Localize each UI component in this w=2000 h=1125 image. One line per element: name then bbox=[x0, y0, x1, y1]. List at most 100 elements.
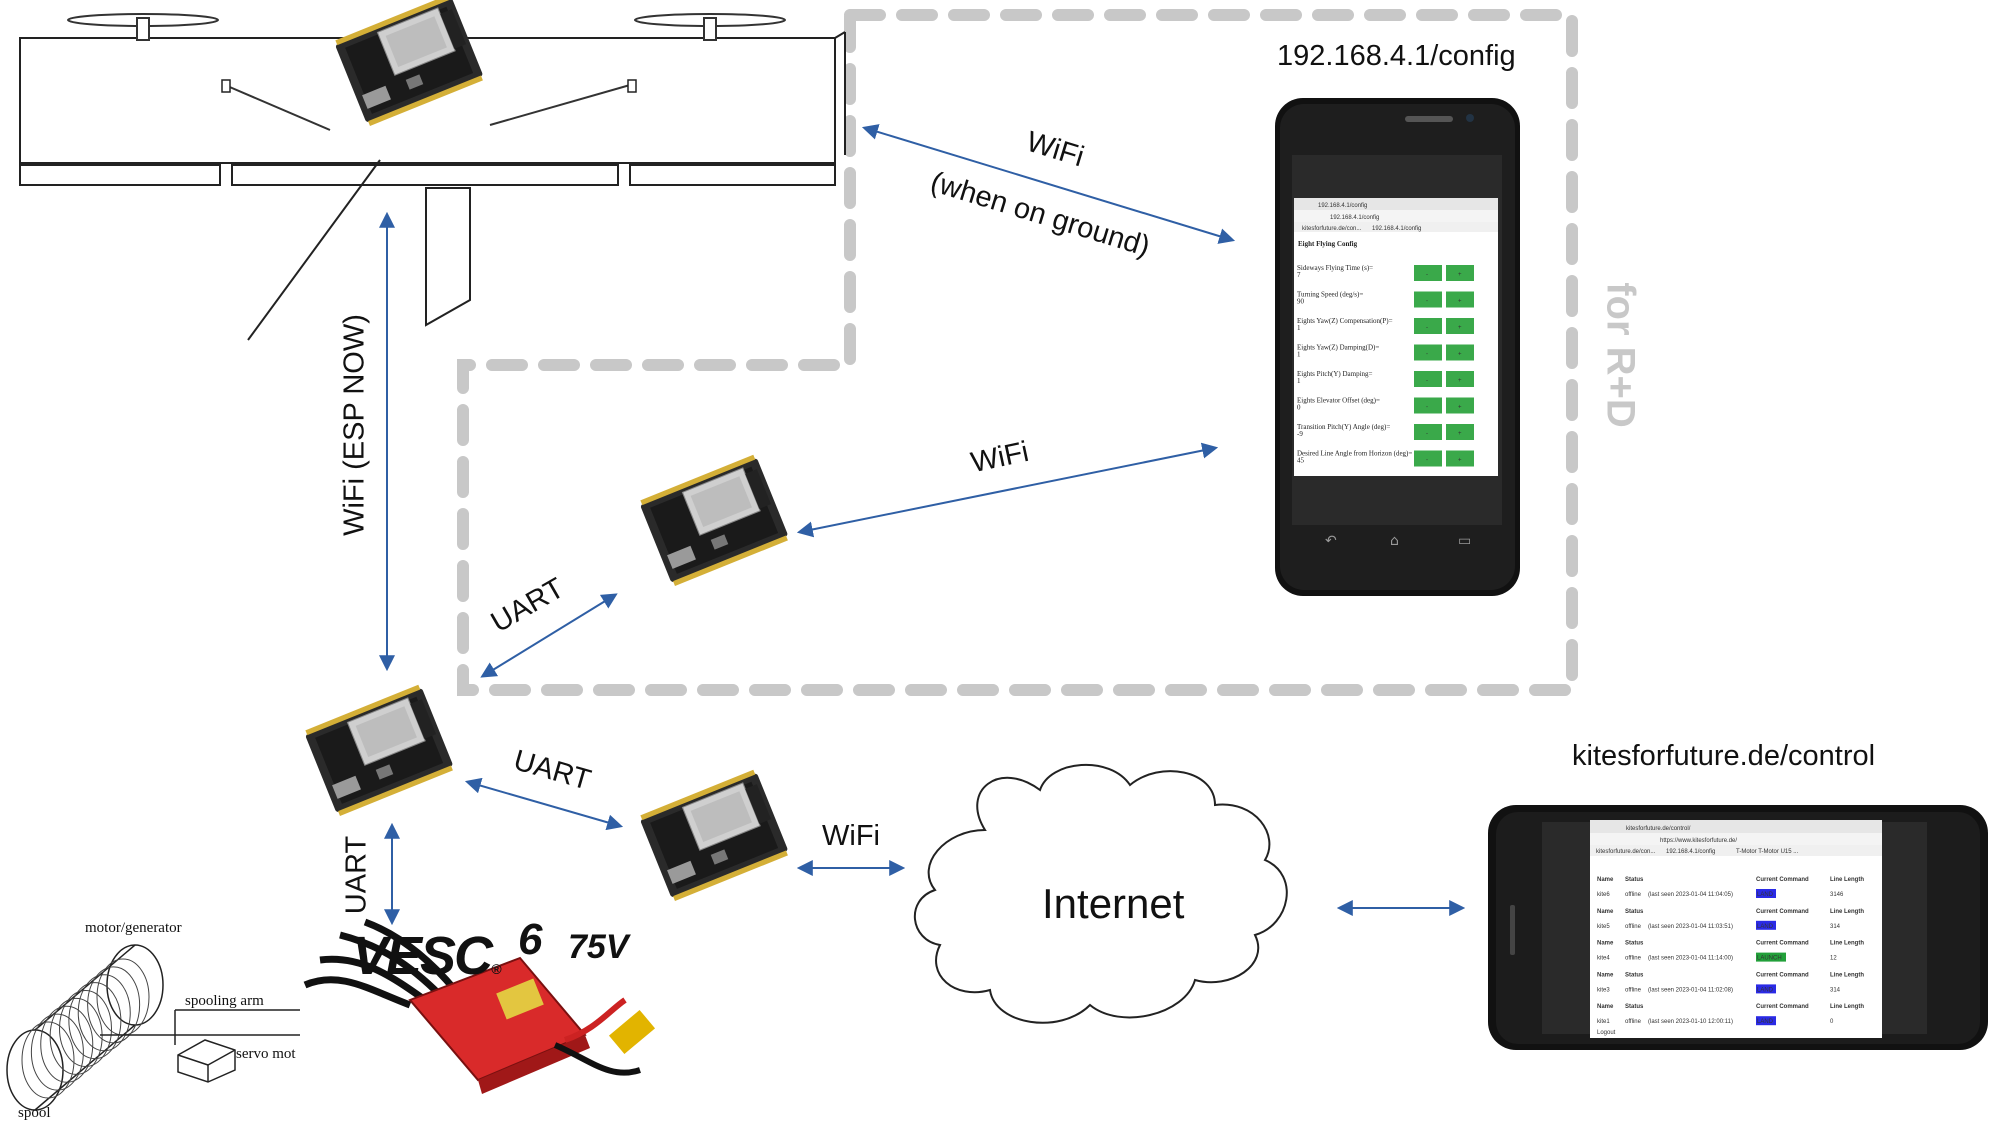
control-header-command: Current Command bbox=[1756, 972, 1809, 978]
svg-text:⌂: ⌂ bbox=[1390, 533, 1399, 549]
config-plus-button[interactable] bbox=[1446, 291, 1474, 308]
control-kite-status: offline bbox=[1625, 956, 1642, 962]
config-row-label: Sideways Flying Time (s)= bbox=[1297, 264, 1373, 272]
config-plus-button[interactable] bbox=[1446, 318, 1474, 334]
control-kite-last-seen: (last seen 2023-01-04 11:02:08) bbox=[1648, 987, 1733, 993]
config-plus-button[interactable] bbox=[1446, 424, 1474, 440]
config-minus-label: - bbox=[1426, 458, 1428, 464]
config-minus-label: - bbox=[1426, 299, 1428, 305]
config-bookmark: kitesforfuture.de/con... bbox=[1302, 226, 1362, 232]
config-row-label: Turning Speed (deg/s)= bbox=[1297, 291, 1363, 299]
config-plus-label: + bbox=[1458, 431, 1462, 437]
config-minus-label: - bbox=[1426, 352, 1428, 358]
esp32-board-internet bbox=[637, 768, 791, 903]
control-command-label: LAND bbox=[1757, 1019, 1774, 1025]
config-plus-button[interactable] bbox=[1446, 344, 1474, 361]
config-row-value: 1 bbox=[1297, 351, 1301, 359]
config-row-label: Desired Line Angle from Horizon (deg)= bbox=[1297, 450, 1412, 458]
control-command-badge[interactable] bbox=[1756, 889, 1776, 898]
esp32-board-rnd bbox=[637, 453, 791, 588]
kite-drone bbox=[19, 0, 846, 341]
control-header-name: Name bbox=[1597, 909, 1614, 915]
config-minus-button[interactable] bbox=[1414, 265, 1442, 281]
config-minus-label: - bbox=[1426, 405, 1428, 411]
arrows bbox=[379, 124, 1466, 926]
config-minus-button[interactable] bbox=[1414, 371, 1442, 387]
config-plus-label: + bbox=[1458, 352, 1462, 358]
control-command-label: LAUNCH bbox=[1757, 956, 1782, 962]
svg-text:↶: ↶ bbox=[1325, 533, 1337, 549]
control-header-length: Line Length bbox=[1830, 877, 1864, 883]
control-command-badge[interactable] bbox=[1756, 984, 1776, 994]
arrow-wifi-ground bbox=[861, 124, 1236, 244]
config-minus-button[interactable] bbox=[1414, 424, 1442, 440]
config-minus-button[interactable] bbox=[1414, 291, 1442, 308]
control-kite-status: offline bbox=[1625, 987, 1642, 993]
control-kite-last-seen: (last seen 2023-01-04 11:14:00) bbox=[1648, 956, 1733, 962]
arrow-uart-lower bbox=[464, 777, 624, 831]
control-header-length: Line Length bbox=[1830, 1004, 1864, 1010]
control-header-name: Name bbox=[1597, 941, 1614, 947]
esp32-board-ground bbox=[302, 683, 456, 818]
vesc-registered-mark: ® bbox=[491, 961, 501, 977]
control-header-length: Line Length bbox=[1830, 909, 1864, 915]
control-logout-link[interactable]: Logout bbox=[1597, 1030, 1616, 1036]
control-header-command: Current Command bbox=[1756, 877, 1809, 883]
label-servo-motor: servo mot bbox=[236, 1046, 296, 1062]
config-row-label: Eights Yaw(Z) Compensation(P)= bbox=[1297, 317, 1393, 325]
propeller-right bbox=[634, 13, 786, 41]
config-row-value: 0 bbox=[1297, 404, 1301, 412]
svg-text:▭: ▭ bbox=[1458, 533, 1471, 549]
config-plus-label: + bbox=[1458, 272, 1462, 278]
control-command-label: LAND bbox=[1757, 987, 1774, 993]
config-plus-label: + bbox=[1458, 458, 1462, 464]
config-minus-button[interactable] bbox=[1414, 450, 1442, 467]
control-address-bar: https://www.kitesforfuture.de/ bbox=[1660, 838, 1737, 844]
config-minus-button[interactable] bbox=[1414, 318, 1442, 334]
control-command-badge[interactable] bbox=[1756, 920, 1776, 930]
control-line-length: 3146 bbox=[1830, 892, 1844, 898]
config-plus-button[interactable] bbox=[1446, 371, 1474, 387]
control-kite-name: kite5 bbox=[1597, 924, 1610, 930]
control-bookmark: T-Motor T-Motor U15 ... bbox=[1736, 849, 1799, 855]
config-plus-button[interactable] bbox=[1446, 397, 1474, 414]
internet-cloud bbox=[913, 764, 1288, 1024]
label-wifi-esp-now: WiFi (ESP NOW) bbox=[338, 314, 371, 536]
control-command-badge[interactable] bbox=[1756, 1016, 1776, 1026]
config-plus-label: + bbox=[1458, 405, 1462, 411]
vesc-voltage: 75V bbox=[568, 928, 629, 966]
config-minus-label: - bbox=[1426, 378, 1428, 384]
control-header-status: Status bbox=[1625, 1004, 1644, 1010]
control-command-badge[interactable] bbox=[1756, 952, 1786, 962]
config-row-label: Eights Yaw(Z) Damping(D)= bbox=[1297, 344, 1379, 352]
control-header-name: Name bbox=[1597, 1004, 1614, 1010]
config-plus-button[interactable] bbox=[1446, 265, 1474, 281]
config-plus-button[interactable] bbox=[1446, 450, 1474, 467]
config-row-value: 45 bbox=[1297, 457, 1305, 465]
control-header-name: Name bbox=[1597, 877, 1614, 883]
control-phone: kitesforfuture.de/control/https://www.ki… bbox=[1488, 805, 1988, 1050]
control-line-length: 314 bbox=[1830, 924, 1841, 930]
control-header-length: Line Length bbox=[1830, 972, 1864, 978]
vesc-controller bbox=[303, 918, 656, 1094]
config-phone: ↶ ⌂ ▭ 192.168.4.1/config192.168.4.1/conf… bbox=[1275, 98, 1520, 596]
control-command-label: LAND bbox=[1757, 892, 1774, 898]
control-header-status: Status bbox=[1625, 972, 1644, 978]
label-internet: Internet bbox=[1042, 880, 1185, 927]
config-minus-button[interactable] bbox=[1414, 344, 1442, 361]
control-kite-last-seen: (last seen 2023-01-04 11:03:51) bbox=[1648, 924, 1733, 930]
control-bookmark: kitesforfuture.de/con... bbox=[1596, 849, 1656, 855]
control-kite-last-seen: (last seen 2023-01-04 11:04:05) bbox=[1648, 892, 1733, 898]
control-tab-title: kitesforfuture.de/control/ bbox=[1626, 826, 1691, 832]
config-minus-button[interactable] bbox=[1414, 397, 1442, 414]
config-row-label: Eights Pitch(Y) Damping= bbox=[1297, 370, 1373, 378]
label-uart-vertical: UART bbox=[340, 835, 373, 915]
control-header-command: Current Command bbox=[1756, 1004, 1809, 1010]
config-plus-label: + bbox=[1458, 325, 1462, 331]
control-command-label: LAND bbox=[1757, 924, 1774, 930]
config-minus-label: - bbox=[1426, 431, 1428, 437]
label-wifi-right: WiFi bbox=[822, 820, 880, 852]
control-kite-name: kite1 bbox=[1597, 1019, 1610, 1025]
config-heading: Eight Flying Config bbox=[1298, 240, 1358, 248]
